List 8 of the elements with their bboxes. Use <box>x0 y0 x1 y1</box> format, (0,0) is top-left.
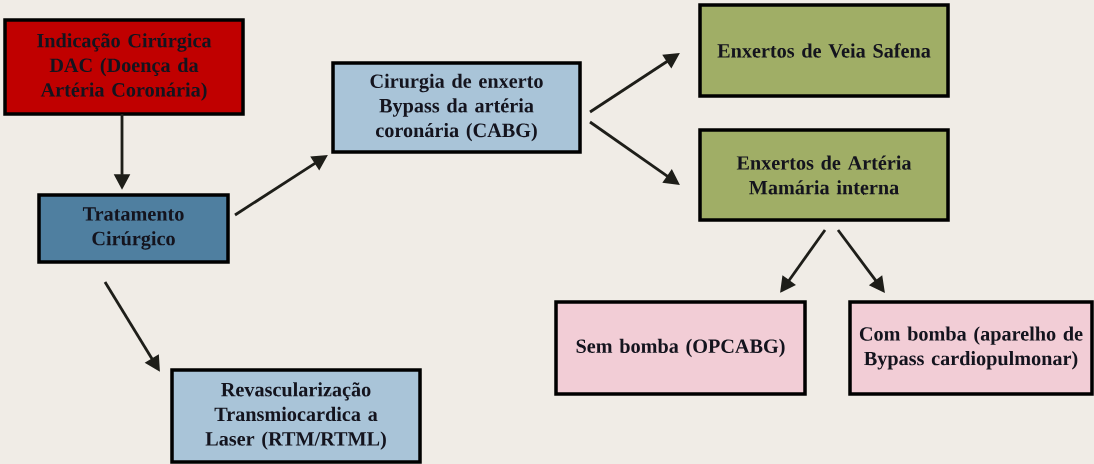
treatment-box: Tratamento Cirúrgico <box>37 193 230 264</box>
diagnosis-box: Indicação Cirúrgica DAC (Doença da Artéria Coronária) <box>3 18 245 116</box>
graft-box: Enxertos de Artéria Mamária interna <box>698 128 950 222</box>
technique-box: Sem bomba (OPCABG) <box>554 300 807 396</box>
procedure-box: Revascularização Transmiocardica a Laser (RTM/RTML) <box>170 368 422 464</box>
technique-box: Com bomba (aparelho de Bypass cardiopulmonar) <box>848 300 1094 396</box>
procedure-box: Cirurgia de enxerto Bypass da artéria coronária (CABG) <box>331 61 582 154</box>
graft-box: Enxertos de Veia Safena <box>698 3 950 98</box>
